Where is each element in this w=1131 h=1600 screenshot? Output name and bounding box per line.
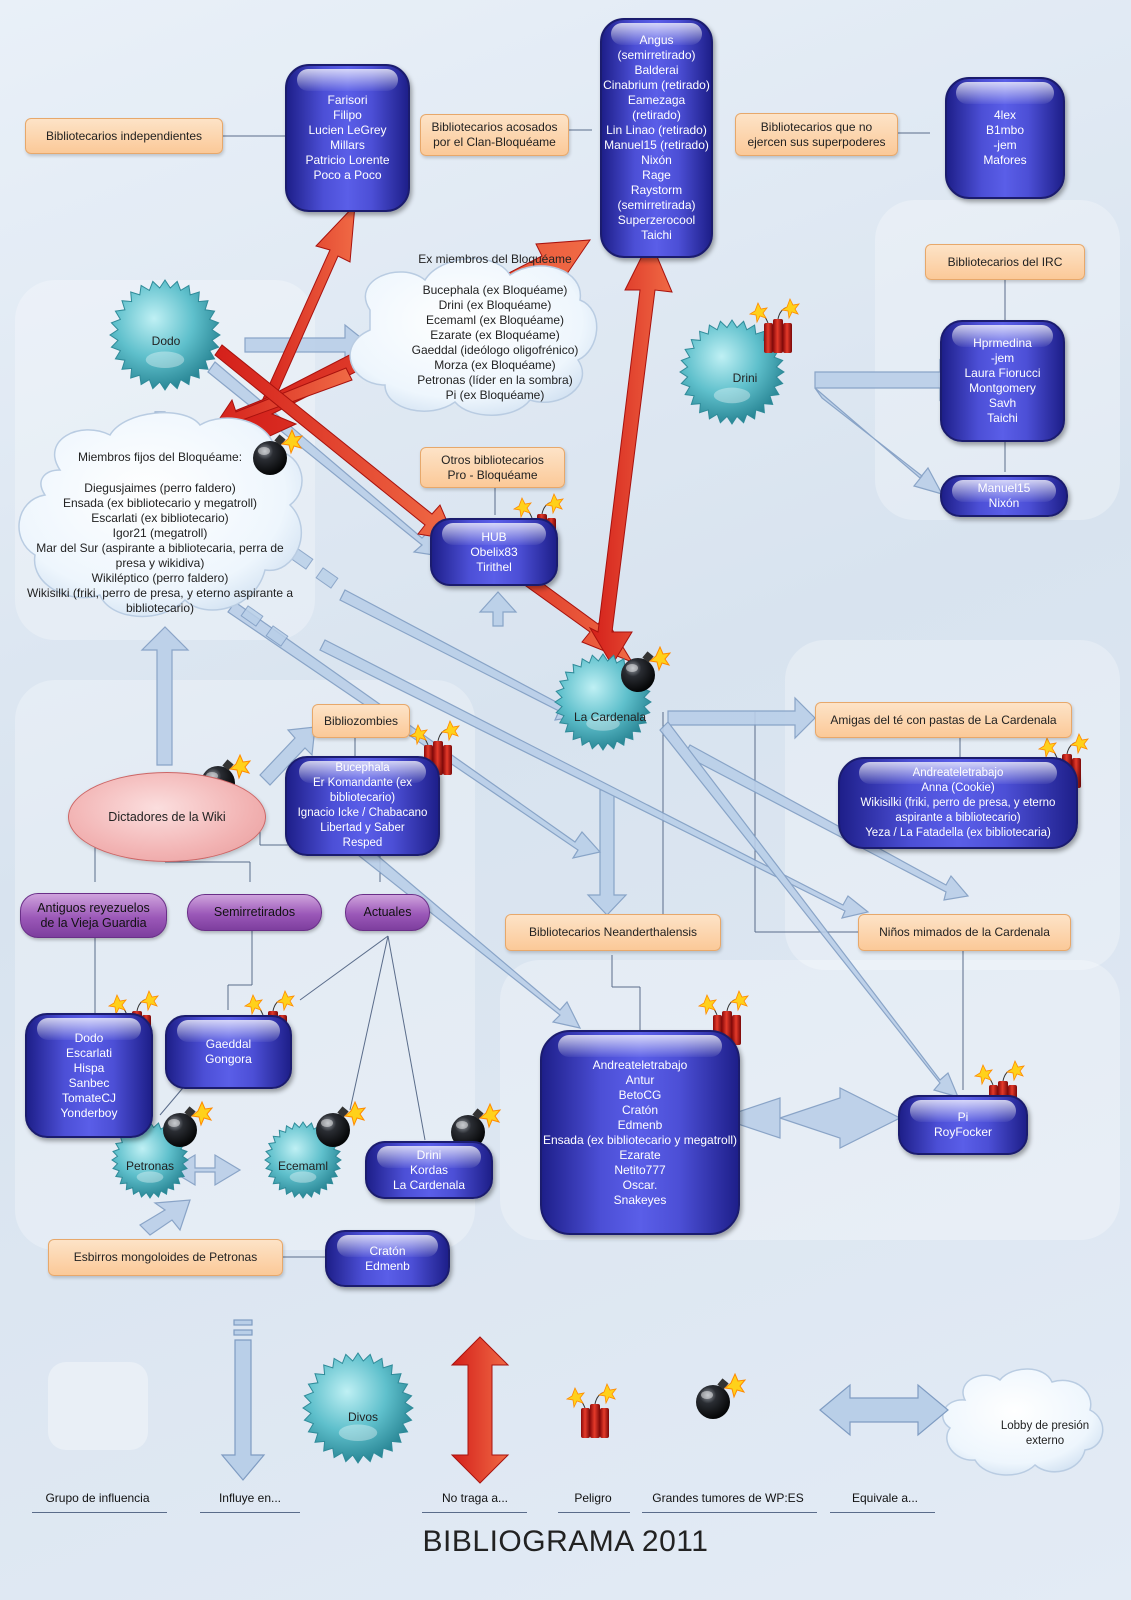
legend-underline <box>422 1512 527 1513</box>
member-box-irc-b: Manuel15 Nixón <box>940 475 1068 517</box>
legend-underline <box>32 1512 167 1513</box>
divo-highlight <box>145 351 185 368</box>
member-box-ninos-mimados: Pi RoyFocker <box>898 1095 1028 1155</box>
group-box-acosados: Bibliotecarios acosados por el Clan-Bloq… <box>420 114 569 156</box>
member-box-actuales: Drini Kordas La Cardenala <box>365 1141 493 1199</box>
divo-highlight <box>136 1171 164 1183</box>
member-box-antiguos: Dodo Escarlati Hispa Sanbec TomateCJ Yon… <box>25 1013 153 1138</box>
legend-lobby-label: Lobby de presión externo <box>1000 1420 1090 1447</box>
divo-highlight <box>289 1171 317 1183</box>
legend-group-swatch <box>48 1362 148 1450</box>
member-box-esbirros: Cratón Edmenb <box>325 1230 450 1287</box>
legend-no-traga-caption: No traga a... <box>441 1491 509 1505</box>
group-box-bibliozombies: Bibliozombies <box>312 704 410 738</box>
cloud-ex-miembros-list: Bucephala (ex Bloquéame) Drini (ex Bloqu… <box>411 283 579 402</box>
group-antiguos-reyezuelos: Antiguos reyezuelos de la Vieja Guardia <box>20 893 167 938</box>
divo-cardenala-label: La Cardenala <box>573 710 647 724</box>
member-list: Dodo Escarlati Hispa Sanbec TomateCJ Yon… <box>60 1030 118 1120</box>
bomb-icon <box>620 646 671 693</box>
dynamite-icon <box>566 1383 617 1439</box>
member-box-sin-poderes: 4lex B1mbo -jem Mafores <box>945 77 1065 199</box>
member-list: Gaeddal Gongora <box>205 1037 252 1066</box>
divo-highlight <box>338 1424 378 1441</box>
legend-influye-caption: Influye en... <box>218 1491 282 1505</box>
group-box-pro-bloqueame: Otros bibliotecarios Pro - Bloquéame <box>420 447 565 488</box>
divo-starburst <box>109 279 221 391</box>
member-box-independientes: Farisori Filipo Lucien LeGrey Millars Pa… <box>285 64 410 212</box>
group-box-ninos-mimados: Niños mimados de la Cardenala <box>858 914 1071 951</box>
group-box-neanderthalensis: Bibliotecarios Neanderthalensis <box>505 914 721 951</box>
member-list: 4lex B1mbo -jem Mafores <box>983 108 1027 167</box>
member-box-semirretirados: Gaeddal Gongora <box>165 1015 292 1089</box>
divo-drini-label: Drini <box>732 371 758 385</box>
cloud-fijos-title: Miembros fijos del Bloquéame: <box>77 450 243 464</box>
legend-underline <box>830 1512 935 1513</box>
legend-grupo-caption: Grupo de influencia <box>45 1491 150 1505</box>
member-box-neanderthalensis: Andreateletrabajo Antur BetoCG Cratón Ed… <box>540 1030 740 1235</box>
divo-highlight <box>713 387 751 404</box>
member-list: Cratón Edmenb <box>365 1243 410 1273</box>
member-box-irc: Hprmedina -jem Laura Fiorucci Montgomery… <box>940 320 1065 442</box>
member-list: Angus (semirretirado) Balderai Cinabrium… <box>603 33 710 242</box>
member-box-bibliozombies: Bucephala Er Komandante (ex bibliotecari… <box>285 756 440 856</box>
member-box-amigas: Andreateletrabajo Anna (Cookie) Wikisilk… <box>838 757 1078 849</box>
member-list: Bucephala Er Komandante (ex bibliotecari… <box>297 762 428 849</box>
divo-petronas-label: Petronas <box>125 1159 175 1173</box>
legend-underline <box>642 1512 817 1513</box>
group-box-sin-poderes: Bibliotecarios que no ejercen sus superp… <box>735 113 898 156</box>
bomb-icon <box>695 1373 746 1420</box>
group-semirretirados: Semirretirados <box>187 894 322 931</box>
group-box-esbirros: Esbirros mongoloides de Petronas <box>48 1239 283 1276</box>
cloud-ex-miembros-title: Ex miembros del Bloquéame <box>418 252 572 266</box>
group-actuales: Actuales <box>345 894 430 931</box>
divo-dodo-label: Dodo <box>151 334 181 348</box>
legend-underline <box>558 1512 630 1513</box>
dictadores-ellipse: Dictadores de la Wiki <box>68 772 266 862</box>
divo-ecemaml-label: Ecemaml <box>277 1159 328 1173</box>
member-box-acosados: Angus (semirretirado) Balderai Cinabrium… <box>600 18 713 258</box>
dictadores-label: Dictadores de la Wiki <box>108 810 226 824</box>
member-list: Farisori Filipo Lucien LeGrey Millars Pa… <box>305 93 390 182</box>
member-list: Andreateletrabajo Anna (Cookie) Wikisilk… <box>860 766 1056 839</box>
legend-tumores-caption: Grandes tumores de WP:ES <box>652 1491 804 1505</box>
bomb-icon <box>315 1101 366 1148</box>
cloud-fijos-list: Diegusjaimes (perro faldero) Ensada (ex … <box>26 481 294 615</box>
member-list: Drini Kordas La Cardenala <box>392 1147 466 1192</box>
bomb-icon <box>162 1101 213 1148</box>
member-box-hub: HUB Obelix83 Tirithel <box>430 518 558 586</box>
diagram-title: BIBLIOGRAMA 2011 <box>422 1525 709 1558</box>
member-list: Manuel15 Nixón <box>977 481 1031 510</box>
divo-starburst <box>302 1352 414 1464</box>
member-list: Hprmedina -jem Laura Fiorucci Montgomery… <box>964 336 1041 425</box>
legend-peligro-caption: Peligro <box>574 1491 612 1505</box>
legend-divos-label: Divos <box>347 1410 378 1424</box>
divo-starburst <box>679 319 785 425</box>
group-box-amigas: Amigas del té con pastas de La Cardenala <box>815 702 1072 738</box>
divo-highlight <box>586 716 620 731</box>
legend-underline <box>200 1512 300 1513</box>
group-box-independientes: Bibliotecarios independientes <box>25 118 223 154</box>
member-list: Andreateletrabajo Antur BetoCG Cratón Ed… <box>542 1057 738 1207</box>
member-list: HUB Obelix83 Tirithel <box>470 529 518 574</box>
member-list: Pi RoyFocker <box>933 1110 992 1139</box>
legend-equivale-caption: Equivale a... <box>851 1491 919 1505</box>
group-box-irc: Bibliotecarios del IRC <box>925 244 1085 280</box>
